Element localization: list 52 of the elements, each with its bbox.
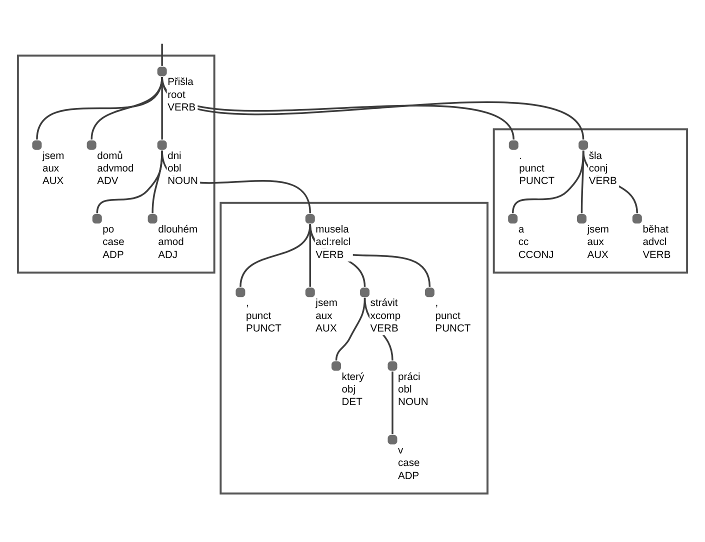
node-label: . bbox=[519, 150, 522, 162]
connector bbox=[392, 371, 394, 434]
node-label: aux bbox=[587, 236, 604, 248]
connector bbox=[152, 150, 163, 213]
node-label: case bbox=[398, 458, 420, 469]
node-label: jsem bbox=[42, 150, 64, 162]
connector bbox=[240, 224, 311, 286]
node-label: punct bbox=[246, 310, 272, 322]
node-label: punct bbox=[435, 310, 460, 322]
node-label: který bbox=[342, 371, 364, 382]
node-label: ADV bbox=[97, 176, 118, 187]
node-label: PUNCT bbox=[519, 176, 555, 187]
node-label: práci bbox=[398, 371, 420, 382]
node-label: běhat bbox=[642, 224, 668, 236]
node-label: punct bbox=[519, 163, 544, 174]
node-label: ADP bbox=[398, 470, 420, 482]
node-label: advmod bbox=[97, 163, 134, 174]
connector bbox=[161, 43, 163, 66]
node-label: a bbox=[518, 224, 524, 236]
node-label: case bbox=[102, 236, 124, 248]
node-label: ADJ bbox=[158, 249, 178, 260]
node-label: AUX bbox=[316, 322, 337, 334]
node-label: cc bbox=[518, 236, 529, 248]
connector bbox=[161, 76, 163, 140]
connector bbox=[36, 76, 163, 140]
node-label: PUNCT bbox=[435, 322, 471, 334]
cluster bbox=[492, 128, 688, 274]
node-label: advcl bbox=[642, 236, 667, 248]
node-label: domů bbox=[97, 150, 123, 162]
node-label: , bbox=[246, 298, 249, 309]
cluster bbox=[16, 54, 216, 274]
node-label: obj bbox=[342, 384, 356, 395]
node-label: VERB bbox=[642, 249, 671, 260]
node-label: obl bbox=[398, 384, 412, 395]
node-label: NOUN bbox=[398, 396, 428, 408]
node-label: amod bbox=[158, 236, 184, 248]
node-label: po bbox=[102, 224, 114, 236]
node-label: PUNCT bbox=[246, 322, 282, 334]
cluster bbox=[220, 201, 488, 494]
node-label: DET bbox=[342, 396, 362, 408]
connector bbox=[90, 76, 163, 140]
node-label: ADP bbox=[102, 249, 124, 260]
node-label: v bbox=[398, 444, 404, 456]
node-label: jsem bbox=[316, 298, 338, 309]
node-label: AUX bbox=[42, 176, 64, 187]
node-label: aux bbox=[316, 310, 332, 322]
node-label: AUX bbox=[587, 249, 608, 260]
node-label: dlouhém bbox=[158, 224, 198, 236]
node-label: jsem bbox=[587, 224, 609, 236]
node-label: CCONJ bbox=[518, 249, 554, 260]
node-label: , bbox=[435, 298, 438, 309]
node-label: aux bbox=[42, 163, 60, 174]
